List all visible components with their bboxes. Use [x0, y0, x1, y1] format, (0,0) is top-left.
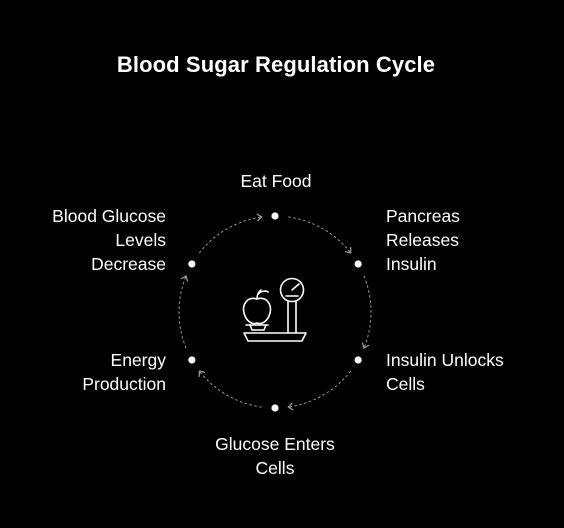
cycle-node	[271, 404, 279, 412]
step-pancreas-releases-insulin: Pancreas Releases Insulin	[386, 204, 536, 276]
step-label-line: Releases	[386, 230, 459, 250]
cycle-arrows	[178, 213, 372, 411]
cycle-arrow	[178, 275, 189, 349]
step-eat-food: Eat Food	[200, 169, 352, 193]
cycle-node	[271, 212, 279, 220]
step-label-line: Decrease	[91, 254, 166, 274]
cycle-arrow	[361, 275, 372, 349]
step-label-line: Blood Glucose	[52, 206, 166, 226]
step-label-line: Energy	[110, 350, 166, 370]
step-label-line: Insulin	[386, 254, 437, 274]
diagram-title: Blood Sugar Regulation Cycle	[116, 52, 436, 77]
cycle-arrow	[288, 216, 352, 254]
cycle-arrow	[287, 370, 352, 411]
step-blood-glucose-levels-decrease: Blood Glucose Levels Decrease	[10, 204, 166, 276]
cycle-arrow	[198, 370, 262, 408]
cycle-node	[188, 260, 196, 268]
step-label-line: Cells	[386, 374, 425, 394]
step-glucose-enters-cells: Glucose Enters Cells	[180, 432, 370, 480]
step-label-line: Production	[82, 374, 166, 394]
step-energy-production: Energy Production	[20, 348, 166, 396]
cycle-node	[354, 356, 362, 364]
step-label-line: Pancreas	[386, 206, 460, 226]
step-label-line: Cells	[255, 458, 295, 478]
cycle-nodes	[188, 212, 362, 412]
cycle-node	[188, 356, 196, 364]
cycle-arrow	[198, 213, 263, 254]
step-label-line: Insulin Unlocks	[386, 350, 504, 370]
food-and-scale-icon	[242, 277, 307, 342]
step-label-line: Levels	[115, 230, 166, 250]
step-label-line: Glucose Enters	[215, 434, 335, 454]
cycle-node	[354, 260, 362, 268]
step-insulin-unlocks-cells: Insulin Unlocks Cells	[386, 348, 546, 396]
step-label-line: Eat Food	[240, 171, 312, 191]
